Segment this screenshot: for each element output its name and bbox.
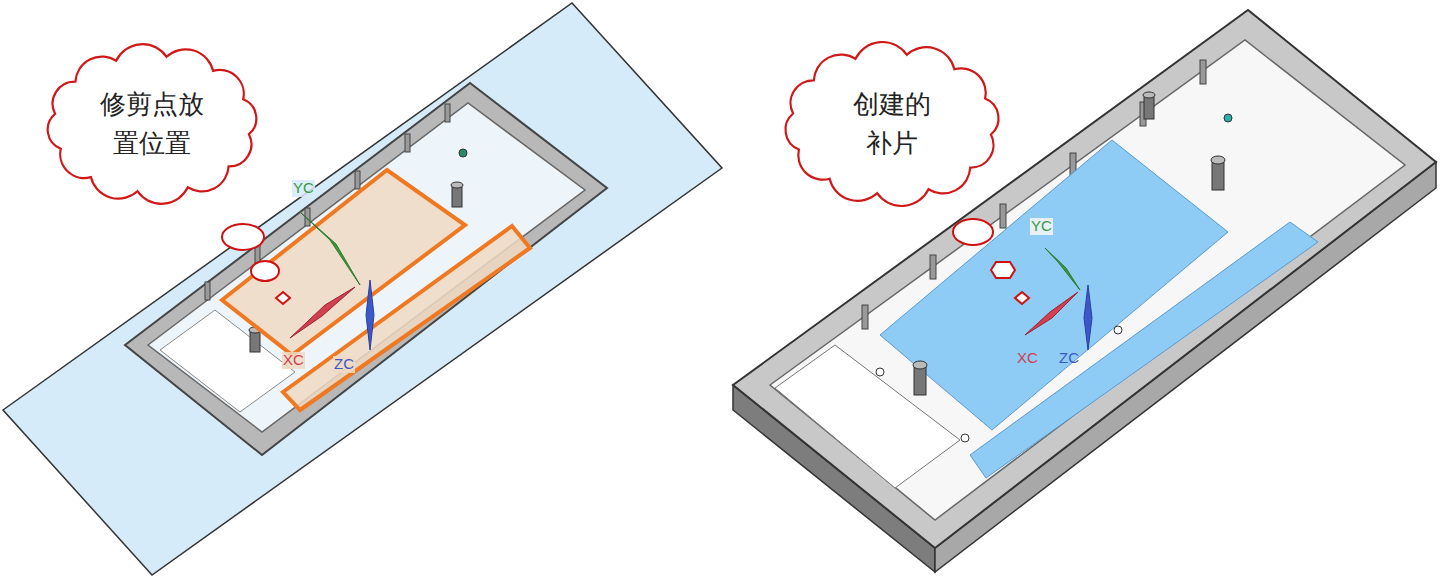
coordinate-axes (290, 212, 374, 350)
axis-label: YC (1030, 218, 1053, 235)
callout-text: 创建的补片 (850, 85, 933, 163)
left-view (3, 3, 722, 575)
callout-text-group: 修剪点放置位置 (97, 85, 206, 163)
callout-text-group: 创建的补片 (850, 85, 933, 163)
trim-point-marks (953, 219, 1029, 304)
axis-label: YC (292, 180, 315, 197)
callout-cloud: 修剪点放置位置 (38, 40, 266, 208)
cloud-outline (776, 38, 1008, 210)
patch-surface (970, 222, 1318, 478)
trim-region (283, 226, 530, 410)
coordinate-axes (1025, 248, 1092, 350)
trim-region (222, 170, 465, 355)
right-view (733, 10, 1436, 572)
tray-rim (733, 10, 1436, 548)
callout-cloud: 创建的补片 (776, 38, 1008, 210)
cloud-path (785, 42, 998, 206)
parting-plane (3, 3, 722, 575)
axis-label: ZC (1058, 350, 1080, 367)
axis-label: XC (1016, 350, 1039, 367)
callout-text: 修剪点放置位置 (97, 85, 206, 163)
axis-label: ZC (333, 356, 355, 373)
tray-floor (770, 40, 1405, 520)
cloud-path (48, 44, 257, 204)
cloud-outline (38, 40, 266, 208)
axis-label: XC (282, 352, 305, 369)
trim-point-marks (222, 224, 290, 304)
